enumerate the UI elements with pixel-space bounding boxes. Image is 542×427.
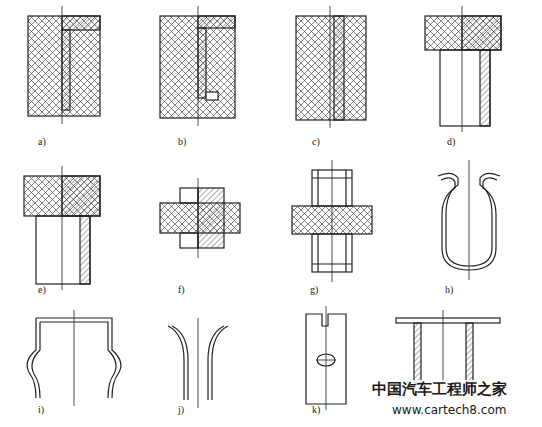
caption-letter: c) [312,136,320,147]
caption-letter: i) [38,404,44,415]
caption-letter: g) [310,284,318,295]
caption-letter: d) [447,136,455,147]
caption-letter: h) [445,284,453,295]
caption-letter: k) [312,404,320,415]
watermark: www.cartech8.com [392,403,506,417]
watermark: 中国汽车工程师之家 [372,380,507,399]
caption-letter: a) [38,136,46,147]
caption-letter: b) [178,136,186,147]
caption-letter: e) [38,284,46,295]
caption-letter: f) [178,284,185,295]
caption-letter: j) [178,404,184,415]
